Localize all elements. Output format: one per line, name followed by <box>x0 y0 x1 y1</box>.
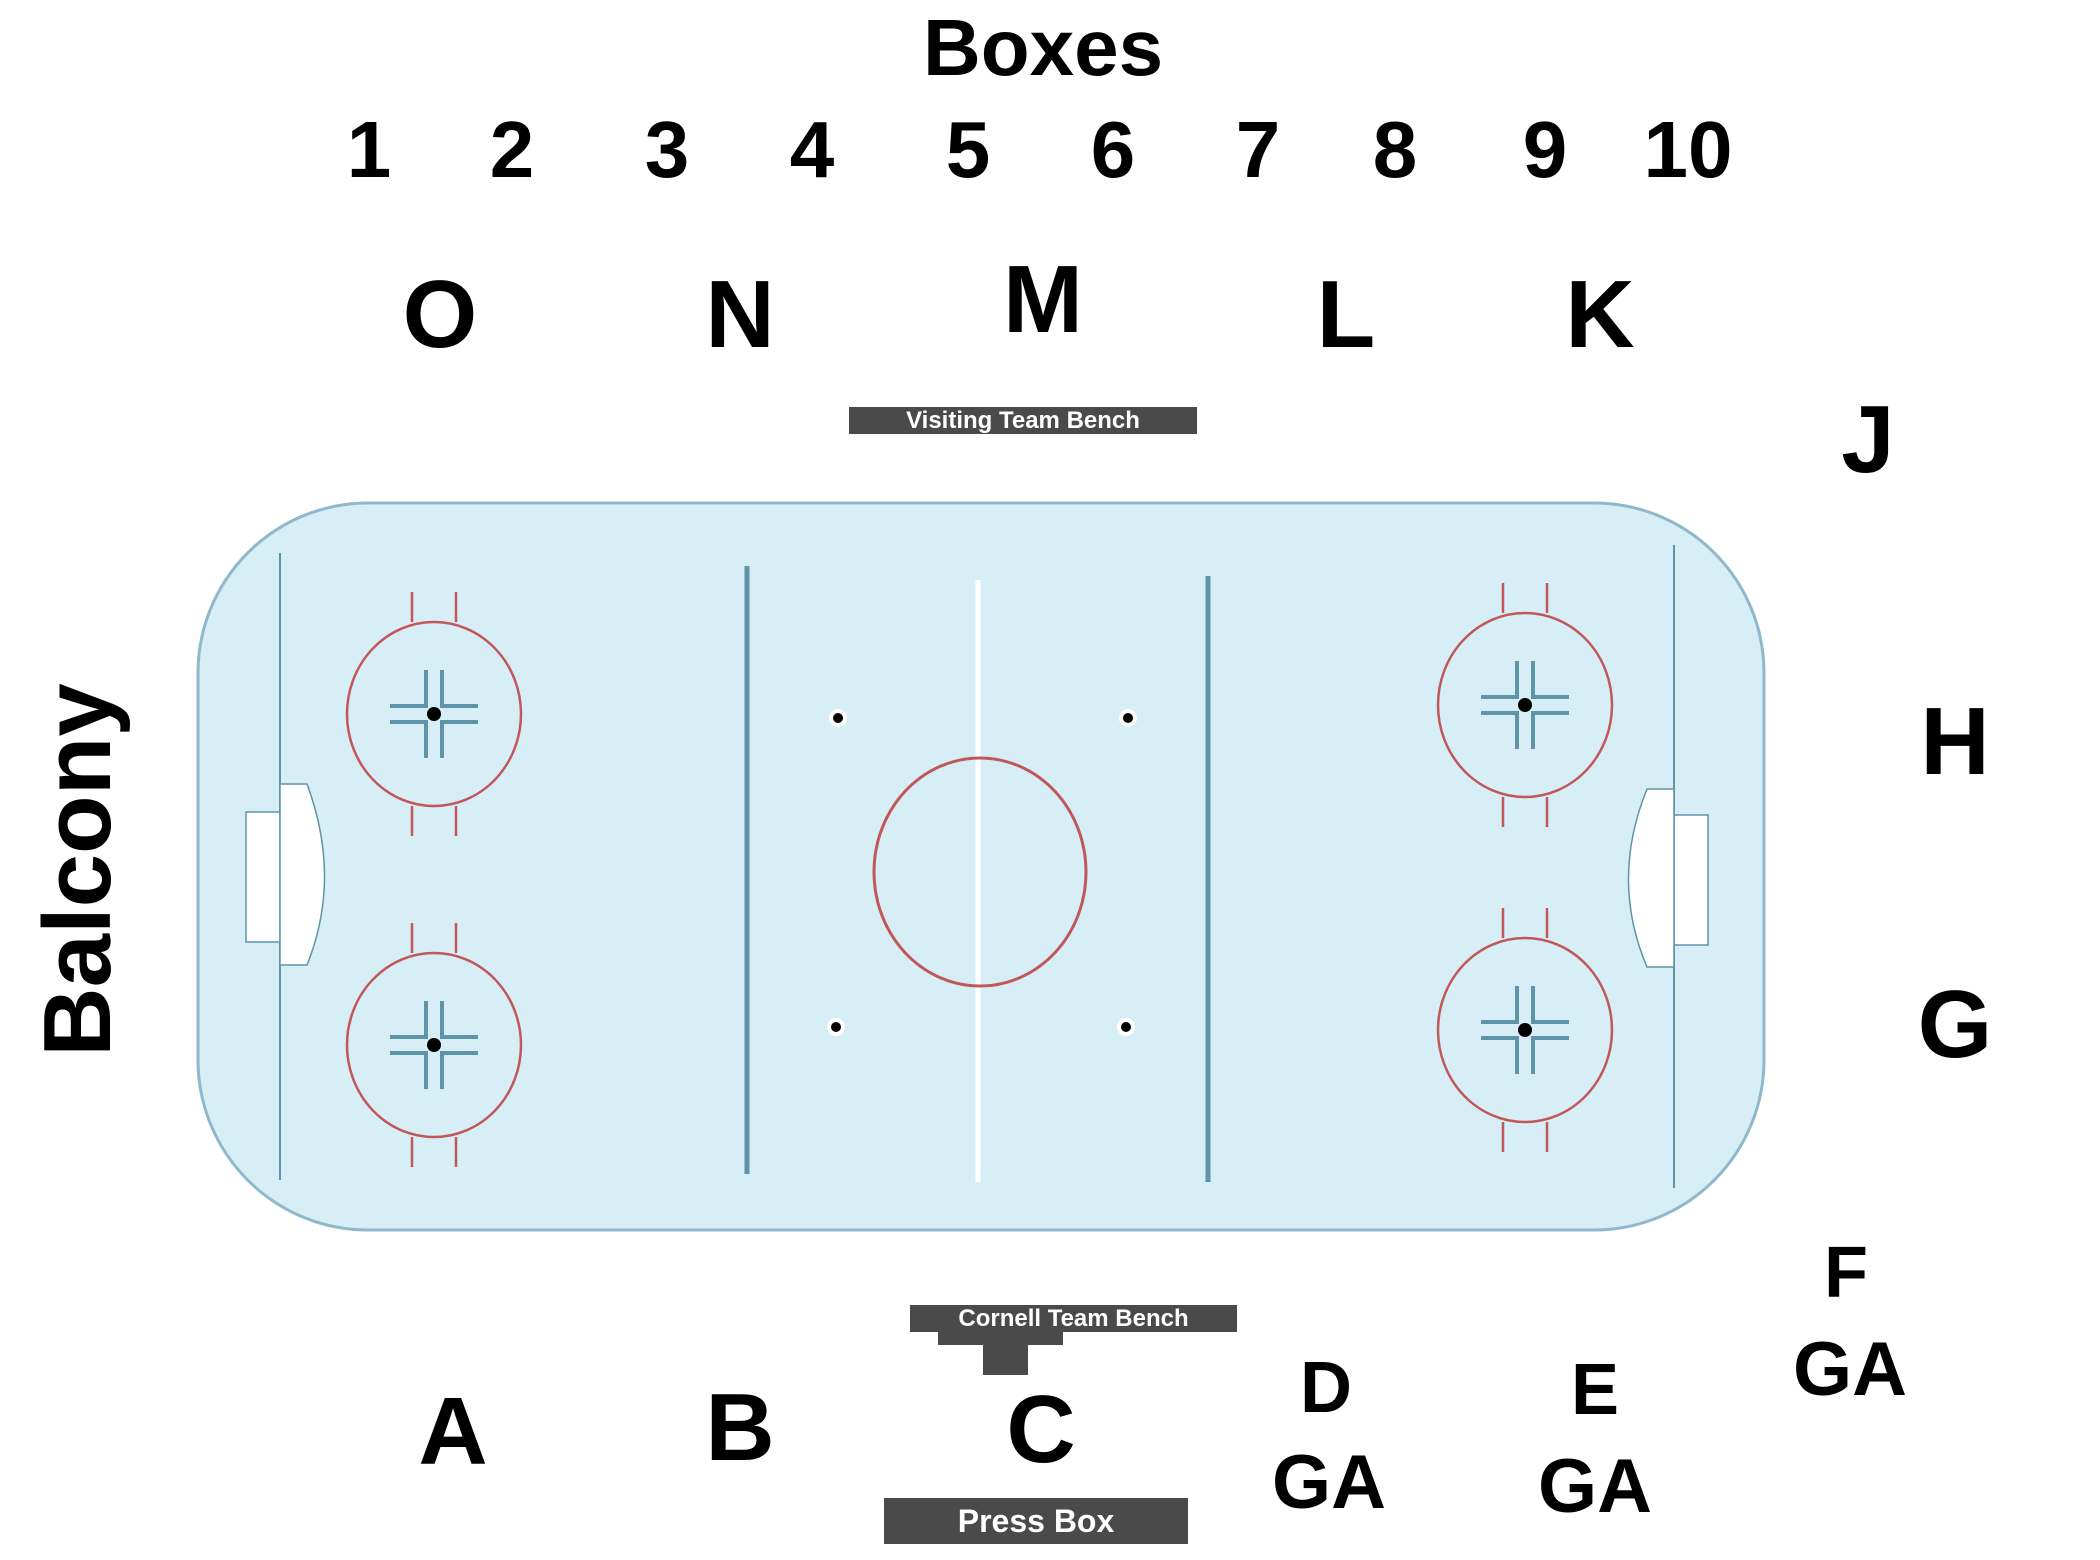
faceoff-circle-bottom-left <box>345 923 523 1167</box>
section-m[interactable]: M <box>1003 246 1083 353</box>
box-2[interactable]: 2 <box>489 105 535 194</box>
box-3[interactable]: 3 <box>644 105 690 194</box>
press-box: Press Box <box>884 1498 1188 1544</box>
section-b[interactable]: B <box>705 1374 775 1481</box>
neutral-dot <box>831 1022 841 1032</box>
section-f-ga[interactable]: GA <box>1793 1327 1907 1412</box>
neutral-dot <box>1121 1022 1131 1032</box>
home-bench-step <box>938 1330 1063 1345</box>
faceoff-circle-top-left <box>345 592 523 836</box>
box-10[interactable]: 10 <box>1643 105 1733 194</box>
section-j[interactable]: J <box>1841 386 1895 493</box>
boxes-title: Boxes <box>922 3 1164 92</box>
section-g[interactable]: G <box>1917 971 1993 1078</box>
rink-surface <box>196 501 1766 1232</box>
center-circle <box>872 756 1088 988</box>
section-f[interactable]: F <box>1824 1233 1868 1313</box>
home-bench-tunnel <box>983 1343 1028 1375</box>
section-k[interactable]: K <box>1565 261 1635 368</box>
box-5[interactable]: 5 <box>945 105 991 194</box>
section-n[interactable]: N <box>705 261 775 368</box>
section-e-ga[interactable]: GA <box>1538 1444 1652 1529</box>
section-e[interactable]: E <box>1570 1350 1620 1430</box>
faceoff-circle-top-right <box>1436 583 1614 827</box>
section-d-ga[interactable]: GA <box>1272 1440 1386 1525</box>
box-1[interactable]: 1 <box>346 105 392 194</box>
section-l[interactable]: L <box>1316 261 1376 368</box>
box-4[interactable]: 4 <box>789 105 835 194</box>
section-d[interactable]: D <box>1300 1348 1352 1428</box>
neutral-dot <box>833 713 843 723</box>
box-6[interactable]: 6 <box>1090 105 1136 194</box>
goal-crease-left <box>279 783 326 966</box>
goal-crease-right <box>1627 788 1675 968</box>
section-c[interactable]: C <box>1006 1376 1076 1483</box>
home-team-bench: Cornell Team Bench <box>910 1305 1237 1332</box>
box-9[interactable]: 9 <box>1522 105 1568 194</box>
box-8[interactable]: 8 <box>1372 105 1418 194</box>
box-7[interactable]: 7 <box>1235 105 1281 194</box>
goal-net-left <box>245 811 281 943</box>
goal-net-right <box>1673 814 1709 946</box>
section-o[interactable]: O <box>402 261 478 368</box>
visiting-team-bench: Visiting Team Bench <box>849 407 1197 434</box>
faceoff-circle-bottom-right <box>1436 908 1614 1152</box>
section-h[interactable]: H <box>1920 688 1990 795</box>
neutral-dot <box>1123 713 1133 723</box>
section-a[interactable]: A <box>418 1378 488 1485</box>
